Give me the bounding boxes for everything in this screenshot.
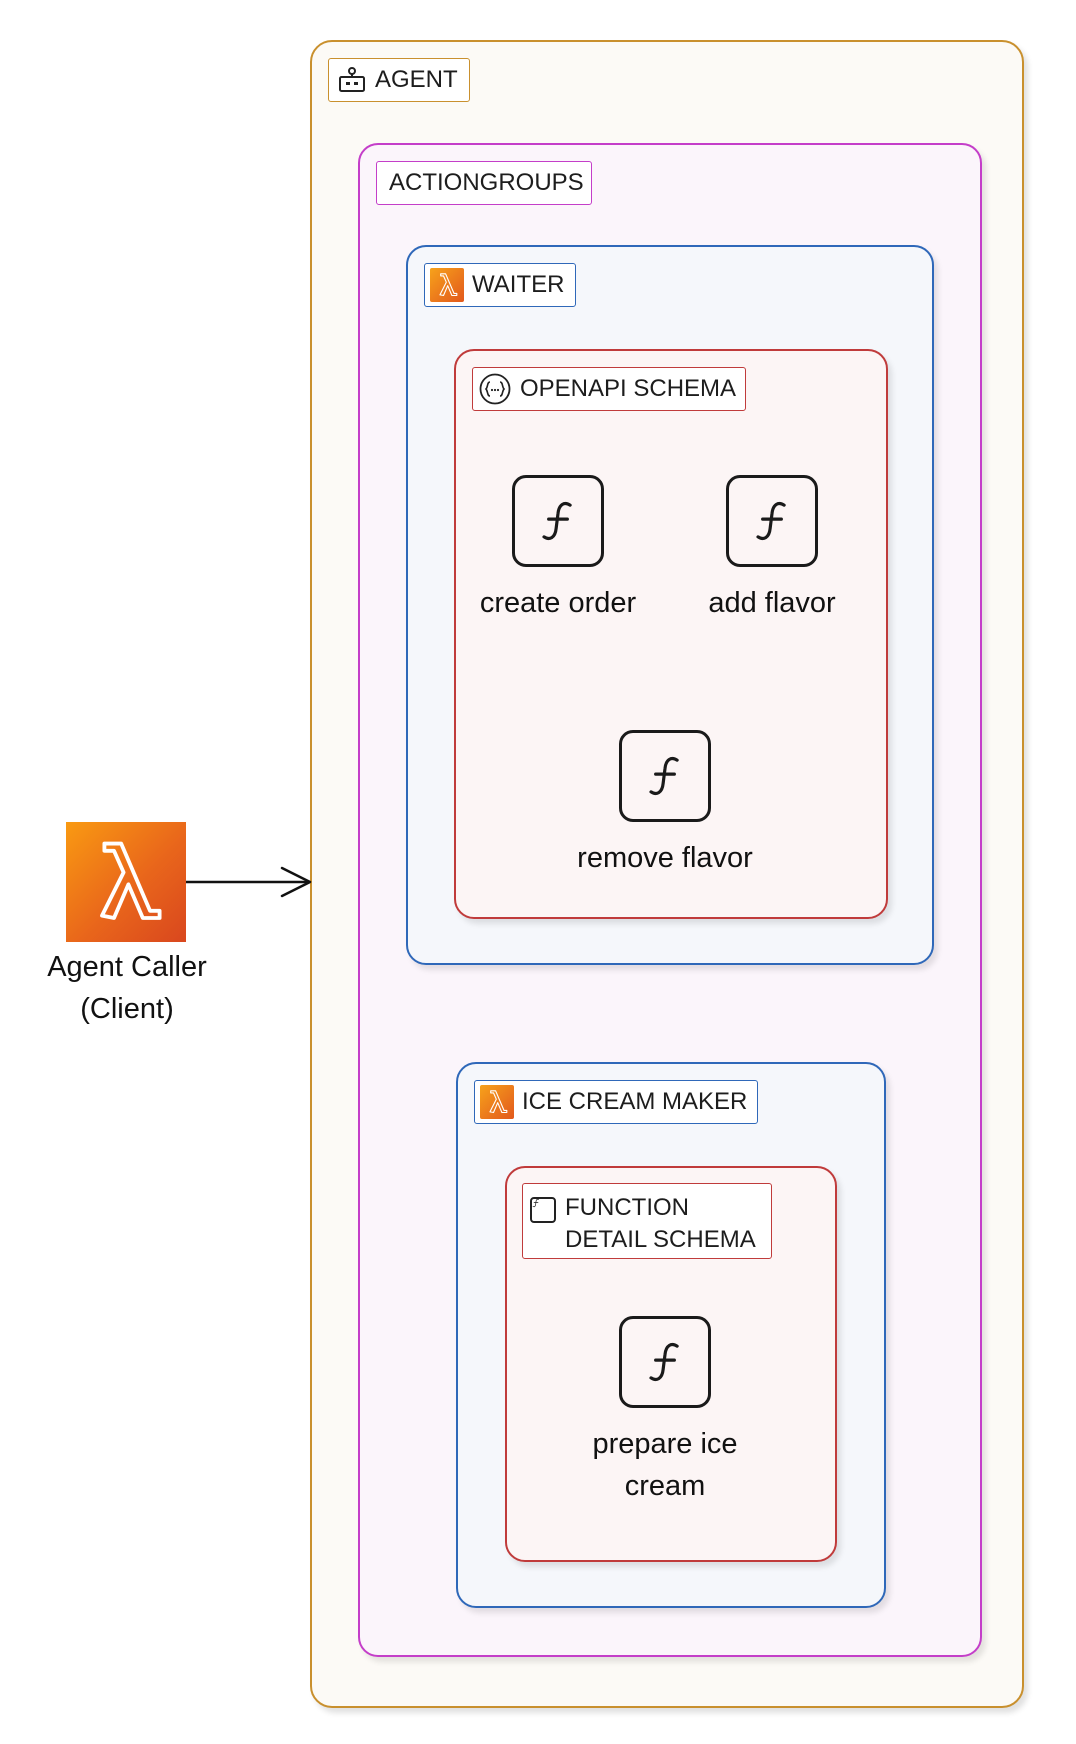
- waiter-tag: WAITER: [424, 263, 576, 307]
- lambda-icon: [480, 1085, 514, 1119]
- remove-flavor-label: remove flavor: [577, 842, 753, 874]
- robot-icon: [337, 65, 367, 95]
- add-flavor-label: add flavor: [708, 587, 836, 619]
- ice-cream-maker-tag: ICE CREAM MAKER: [474, 1080, 758, 1124]
- function-icon: [529, 1196, 557, 1224]
- add-flavor-function-icon: [726, 475, 818, 567]
- client-to-agent-arrow: [186, 866, 312, 898]
- agent-caller-line2: (Client): [80, 993, 174, 1025]
- create-order-label: create order: [479, 587, 637, 619]
- actiongroups-tag: ACTIONGROUPS: [376, 161, 592, 205]
- ice-cream-maker-label: ICE CREAM MAKER: [522, 1088, 748, 1115]
- prepare-ice-cream-line1: prepare ice: [592, 1428, 738, 1460]
- prepare-ice-cream-function-icon: [619, 1316, 711, 1408]
- agent-caller-line1: Agent Caller: [47, 951, 207, 983]
- function-detail-schema-tag: FUNCTION DETAIL SCHEMA: [522, 1183, 772, 1259]
- prepare-ice-cream-label: prepare ice cream: [592, 1423, 737, 1507]
- agent-label: AGENT: [375, 66, 458, 93]
- actiongroups-label: ACTIONGROUPS: [389, 169, 584, 196]
- create-order-function-icon: [512, 475, 604, 567]
- function-detail-schema-line2: DETAIL SCHEMA: [565, 1226, 756, 1253]
- agent-caller-lambda-icon: [66, 822, 186, 942]
- openapi-schema-container: [454, 349, 888, 919]
- openapi-schema-label: OPENAPI SCHEMA: [520, 375, 737, 402]
- remove-flavor-function-icon: [619, 730, 711, 822]
- openapi-schema-tag: OPENAPI SCHEMA: [472, 367, 746, 411]
- waiter-label: WAITER: [472, 271, 565, 298]
- function-detail-schema-label: FUNCTION DETAIL SCHEMA: [565, 1192, 756, 1256]
- agent-caller-label: Agent Caller (Client): [47, 946, 207, 1030]
- prepare-ice-cream-line2: cream: [624, 1470, 706, 1502]
- lambda-icon: [430, 268, 464, 302]
- agent-tag: AGENT: [328, 58, 470, 102]
- openapi-braces-icon: [478, 372, 512, 406]
- function-detail-schema-line1: FUNCTION: [565, 1194, 689, 1221]
